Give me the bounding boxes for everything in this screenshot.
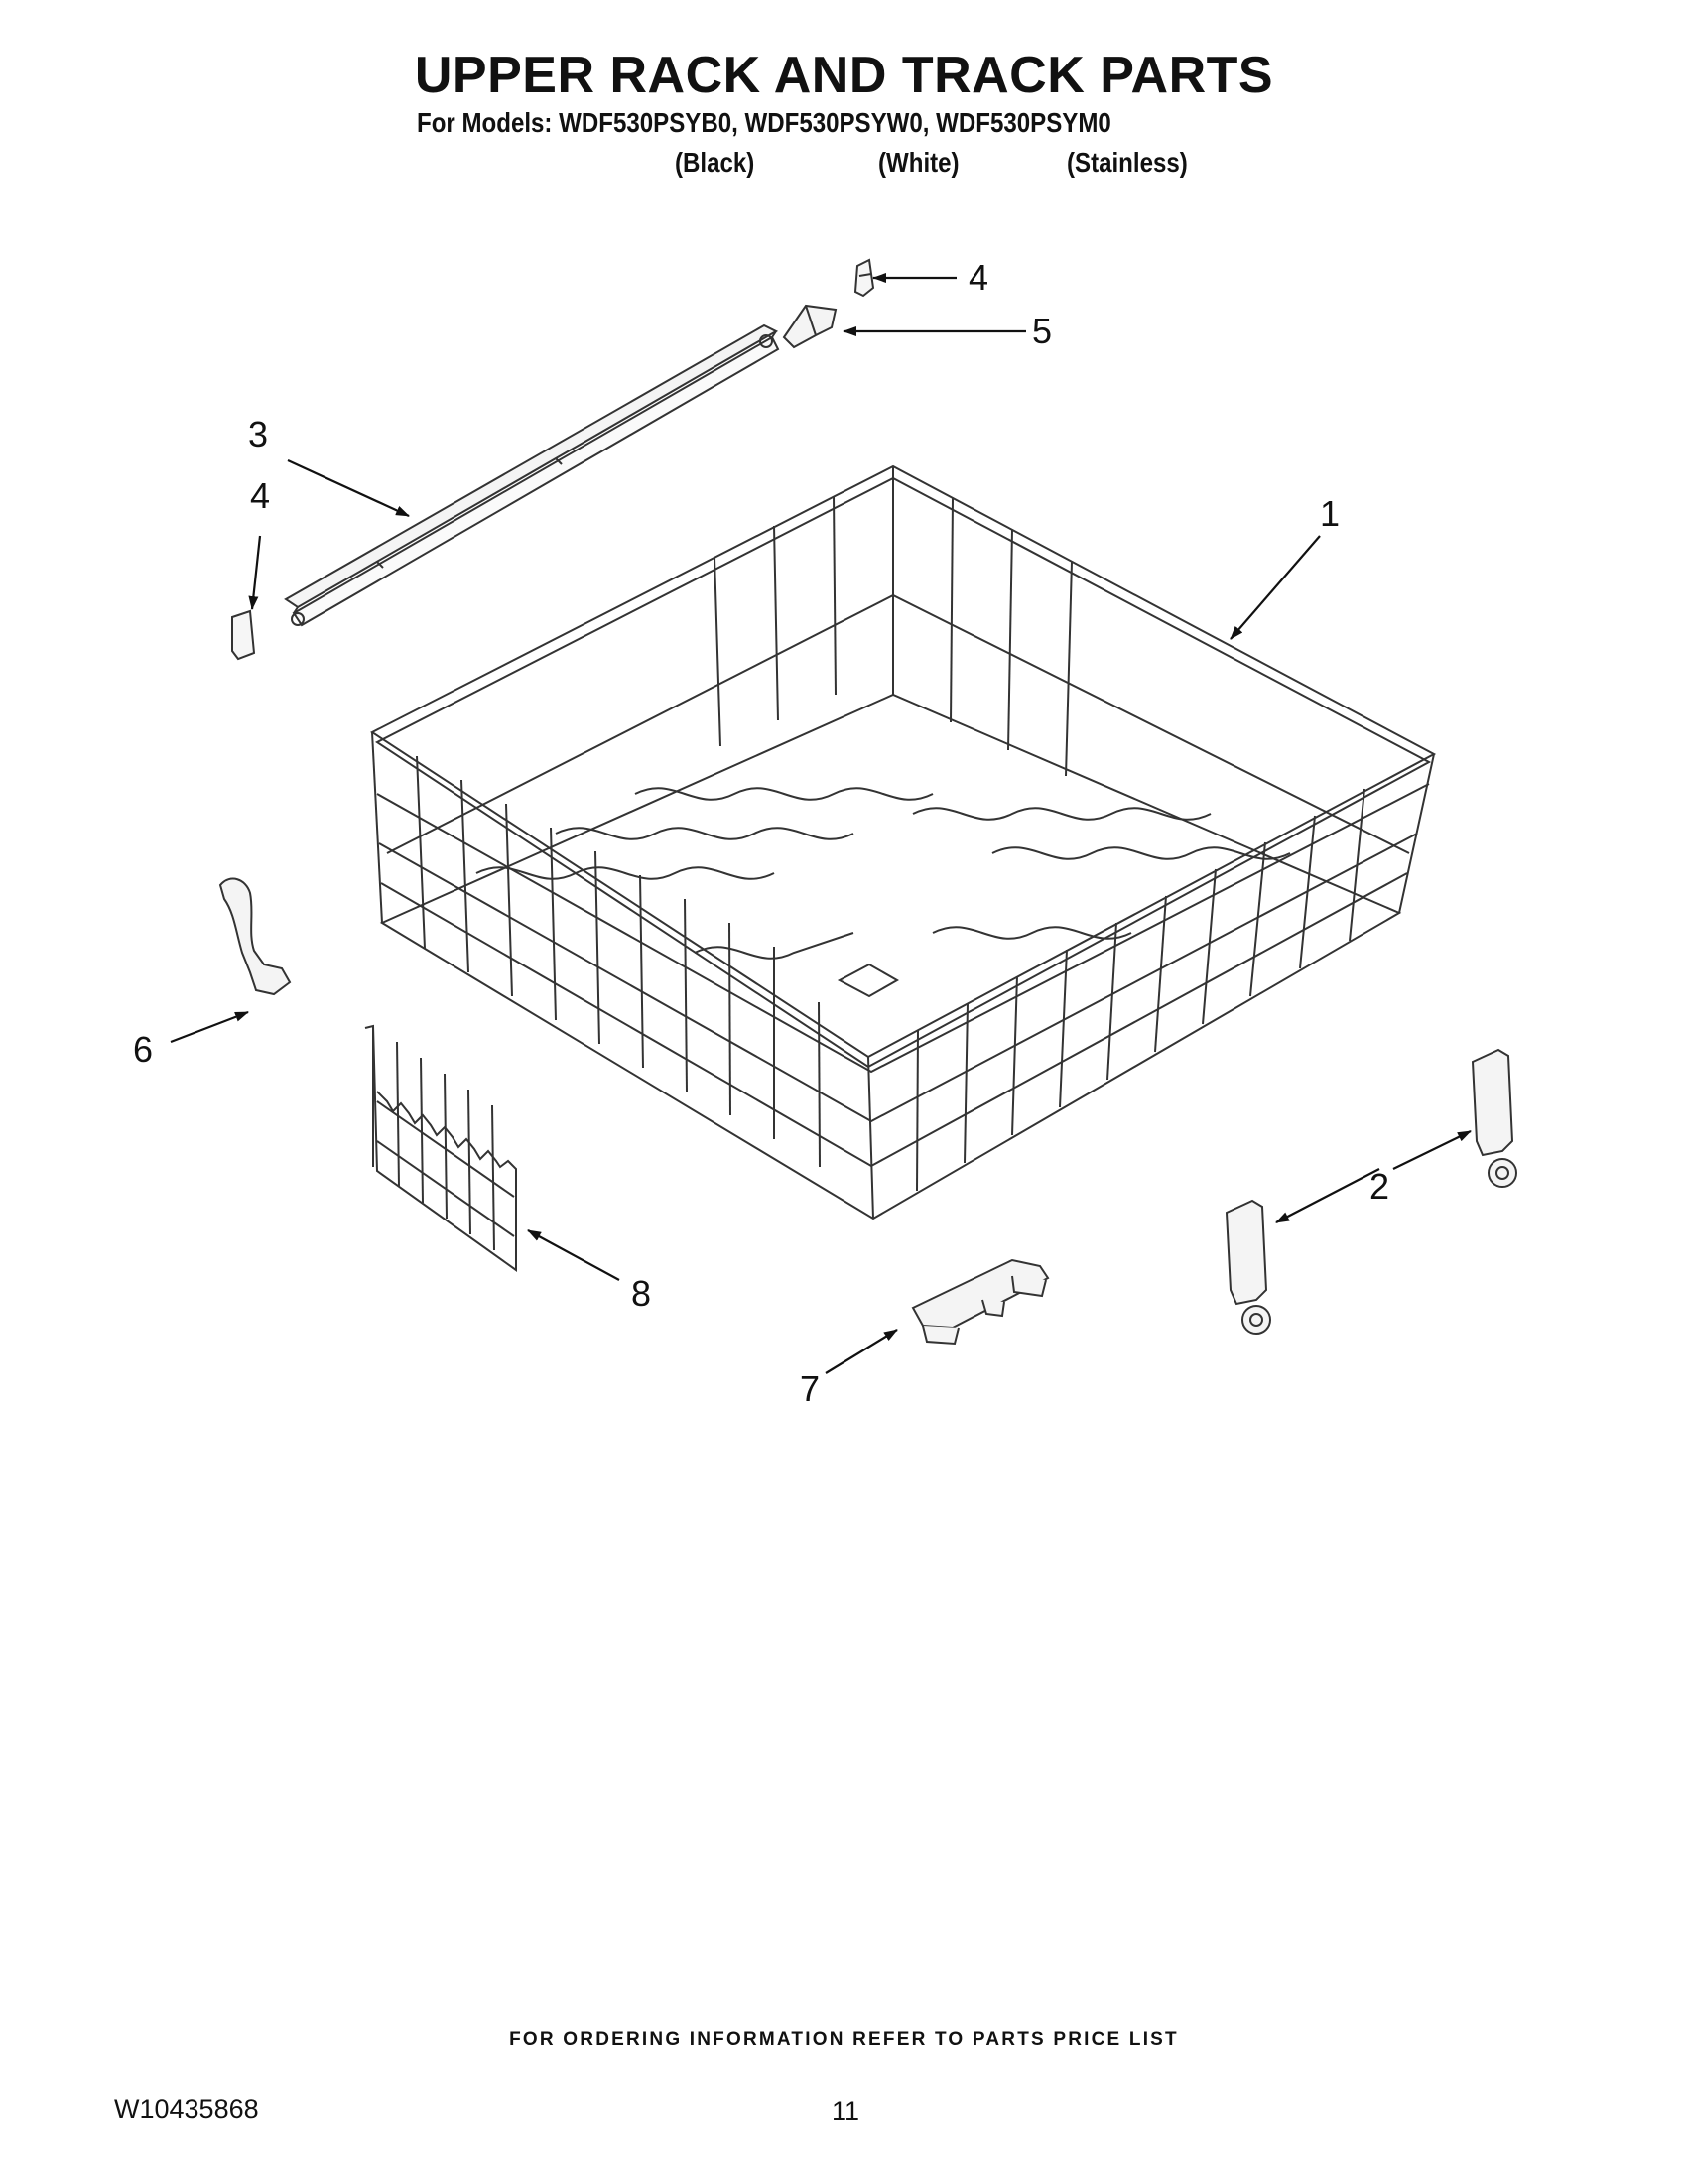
- ordering-note: FOR ORDERING INFORMATION REFER TO PARTS …: [509, 2029, 1179, 2050]
- page-number: 11: [832, 2096, 860, 2125]
- leader-lines: [170, 273, 1472, 1374]
- document-number: W10435868: [114, 2094, 259, 2123]
- end-cap-top: [853, 258, 875, 298]
- shelf-divider: [364, 1024, 517, 1272]
- rack-handle: [911, 1258, 1050, 1346]
- callout-3: 3: [248, 414, 268, 454]
- dish-rack: [370, 464, 1437, 1220]
- callout-5: 5: [1032, 311, 1052, 351]
- tine-clip: [218, 877, 292, 996]
- callout-4-top: 4: [969, 257, 988, 298]
- track-rail: [284, 323, 780, 627]
- callout-4-left: 4: [250, 475, 270, 516]
- callout-2: 2: [1369, 1166, 1389, 1207]
- callout-6: 6: [133, 1029, 153, 1070]
- variant-stainless: (Stainless): [1067, 147, 1188, 178]
- page-title: UPPER RACK AND TRACK PARTS: [414, 47, 1274, 104]
- callout-8: 8: [631, 1273, 651, 1314]
- rack-adjuster-left: [1225, 1199, 1271, 1335]
- callout-1: 1: [1320, 493, 1340, 534]
- models-line: For Models: WDF530PSYB0, WDF530PSYW0, WD…: [417, 107, 1111, 138]
- track-stop: [782, 304, 838, 349]
- variant-white: (White): [878, 147, 960, 178]
- variant-black: (Black): [675, 147, 755, 178]
- end-cap-left: [231, 609, 256, 661]
- callout-7: 7: [800, 1368, 820, 1409]
- rack-adjuster-right: [1471, 1048, 1517, 1188]
